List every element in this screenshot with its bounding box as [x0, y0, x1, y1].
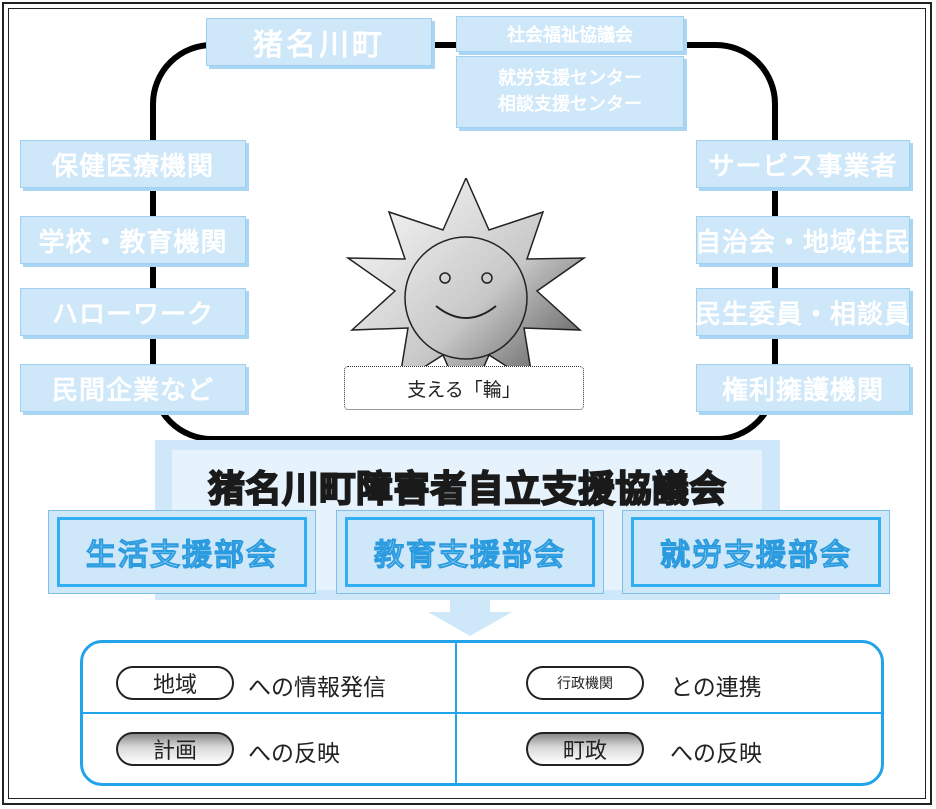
right-box-rights-advocacy: 権利擁護機関	[696, 364, 910, 412]
left-box-private-companies: 民間企業など	[20, 364, 246, 412]
support-ring-label-text: 支える「輪」	[407, 378, 521, 401]
consultation-support-center-label: 相談支援センター	[498, 94, 642, 115]
pill-town-administration-label: 町政	[562, 739, 607, 764]
sun-right-eye	[481, 272, 493, 284]
right-box-label: サービス事業者	[708, 151, 898, 182]
pill-region: 地域	[116, 666, 234, 700]
right-box-label: 民生委員・相談員	[695, 299, 912, 330]
association-title: 猪名川町障害者自立支援協議会	[207, 468, 727, 511]
left-box-label: 学校・教育機関	[38, 227, 228, 258]
sun-smile	[435, 305, 497, 319]
sun-face	[404, 236, 528, 360]
pill-plan-label: 計画	[152, 739, 197, 764]
left-box-label: 民間企業など	[51, 375, 214, 406]
dept-life-support: 生活支援部会	[48, 510, 316, 594]
pill-government: 行政機関	[526, 666, 644, 700]
dept-education-support-label: 教育支援部会	[345, 517, 595, 587]
pill-plan: 計画	[116, 732, 234, 766]
council-label: 社会福祉協議会	[507, 25, 633, 46]
right-box-service-providers: サービス事業者	[696, 140, 910, 188]
town-label: 猪名川町	[253, 28, 385, 63]
pill-town-administration: 町政	[526, 732, 644, 766]
right-box-welfare-commissioners: 民生委員・相談員	[695, 288, 912, 336]
right-box-neighborhood-residents: 自治会・地域住民	[695, 216, 912, 264]
dept-education-support: 教育支援部会	[336, 510, 604, 594]
dept-employment-support-label: 就労支援部会	[631, 517, 881, 587]
support-ring-label: 支える「輪」	[344, 366, 584, 410]
down-arrow-icon	[420, 596, 520, 636]
right-box-label: 権利擁護機関	[721, 375, 884, 406]
outputs-divider-horizontal	[80, 712, 884, 714]
sun-left-eye	[439, 272, 451, 284]
pill-region-label: 地域	[152, 673, 197, 698]
left-box-label: ハローワーク	[51, 299, 214, 330]
inner-frame	[8, 8, 926, 799]
dept-employment-support: 就労支援部会	[622, 510, 890, 594]
left-box-hello-work: ハローワーク	[20, 288, 246, 336]
right-box-label: 自治会・地域住民	[695, 227, 912, 258]
output-government-text: との連携	[670, 675, 762, 701]
dept-life-support-label: 生活支援部会	[57, 517, 307, 587]
employment-support-center-label: 就労支援センター	[498, 68, 642, 89]
pill-government-label: 行政機関	[557, 676, 613, 692]
left-box-label: 保健医療機関	[51, 151, 214, 182]
council-box: 社会福祉協議会	[456, 16, 684, 52]
output-region-text: への情報発信	[248, 675, 386, 701]
left-box-health-medical: 保健医療機関	[20, 140, 246, 188]
output-plan-text: への反映	[248, 741, 340, 767]
welfare-centers-box: 就労支援センター 相談支援センター	[456, 56, 684, 128]
left-box-school-education: 学校・教育機関	[20, 216, 246, 264]
town-box: 猪名川町	[206, 18, 432, 66]
output-town-administration-text: への反映	[670, 741, 762, 767]
